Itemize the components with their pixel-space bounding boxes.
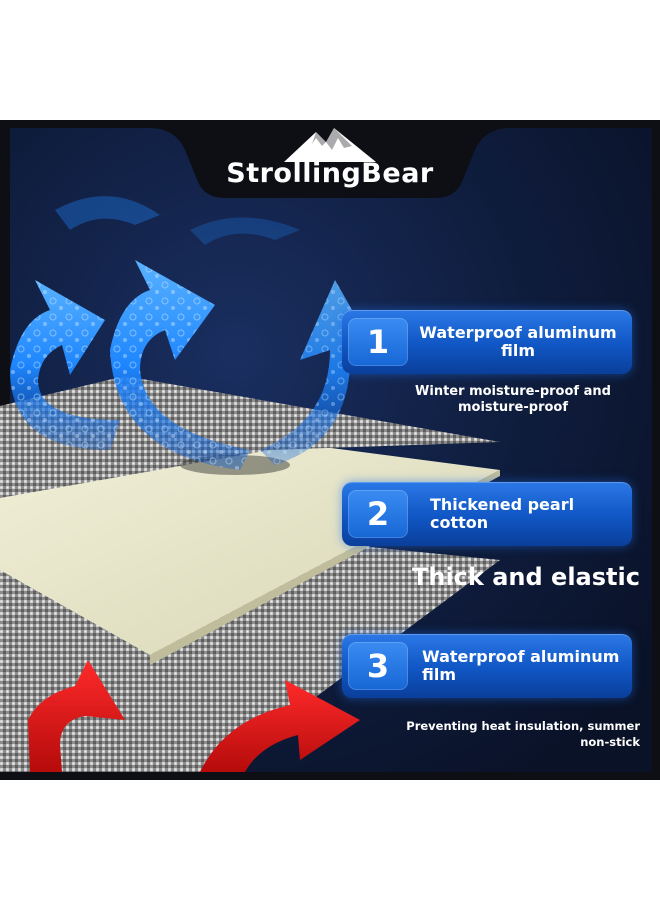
layer3-caption: Preventing heat insulation, summer non-s… bbox=[406, 719, 640, 749]
layer-illustration bbox=[0, 120, 660, 780]
feature-number-1: 1 bbox=[348, 318, 408, 366]
mountain-peak-icon bbox=[284, 128, 376, 162]
feature-title-3: Waterproof aluminum film bbox=[422, 647, 620, 684]
feature-number-3: 3 bbox=[348, 642, 408, 690]
feature-card-3: 3 Waterproof aluminum film bbox=[342, 634, 632, 698]
blue-moisture-arrow-icon bbox=[10, 280, 120, 450]
layer1-caption: Winter moisture-proof and moisture-proof bbox=[415, 384, 611, 415]
red-heat-arrow-icon bbox=[28, 660, 125, 772]
red-heat-arrow-icon bbox=[200, 680, 360, 772]
feature-title-2: Thickened pearl cotton bbox=[430, 495, 575, 532]
product-panel: StrollingBear 1 Waterproof aluminum film… bbox=[0, 120, 660, 780]
blue-moisture-arrow-icon bbox=[110, 260, 250, 470]
feature-title-1: Waterproof aluminum film bbox=[419, 323, 617, 360]
feature-card-1: 1 Waterproof aluminum film bbox=[342, 310, 632, 374]
feature-card-2: 2 Thickened pearl cotton bbox=[342, 482, 632, 546]
brand-name: StrollingBear bbox=[226, 158, 434, 189]
layer2-caption: Thick and elastic bbox=[412, 563, 640, 591]
feature-number-2: 2 bbox=[348, 490, 408, 538]
